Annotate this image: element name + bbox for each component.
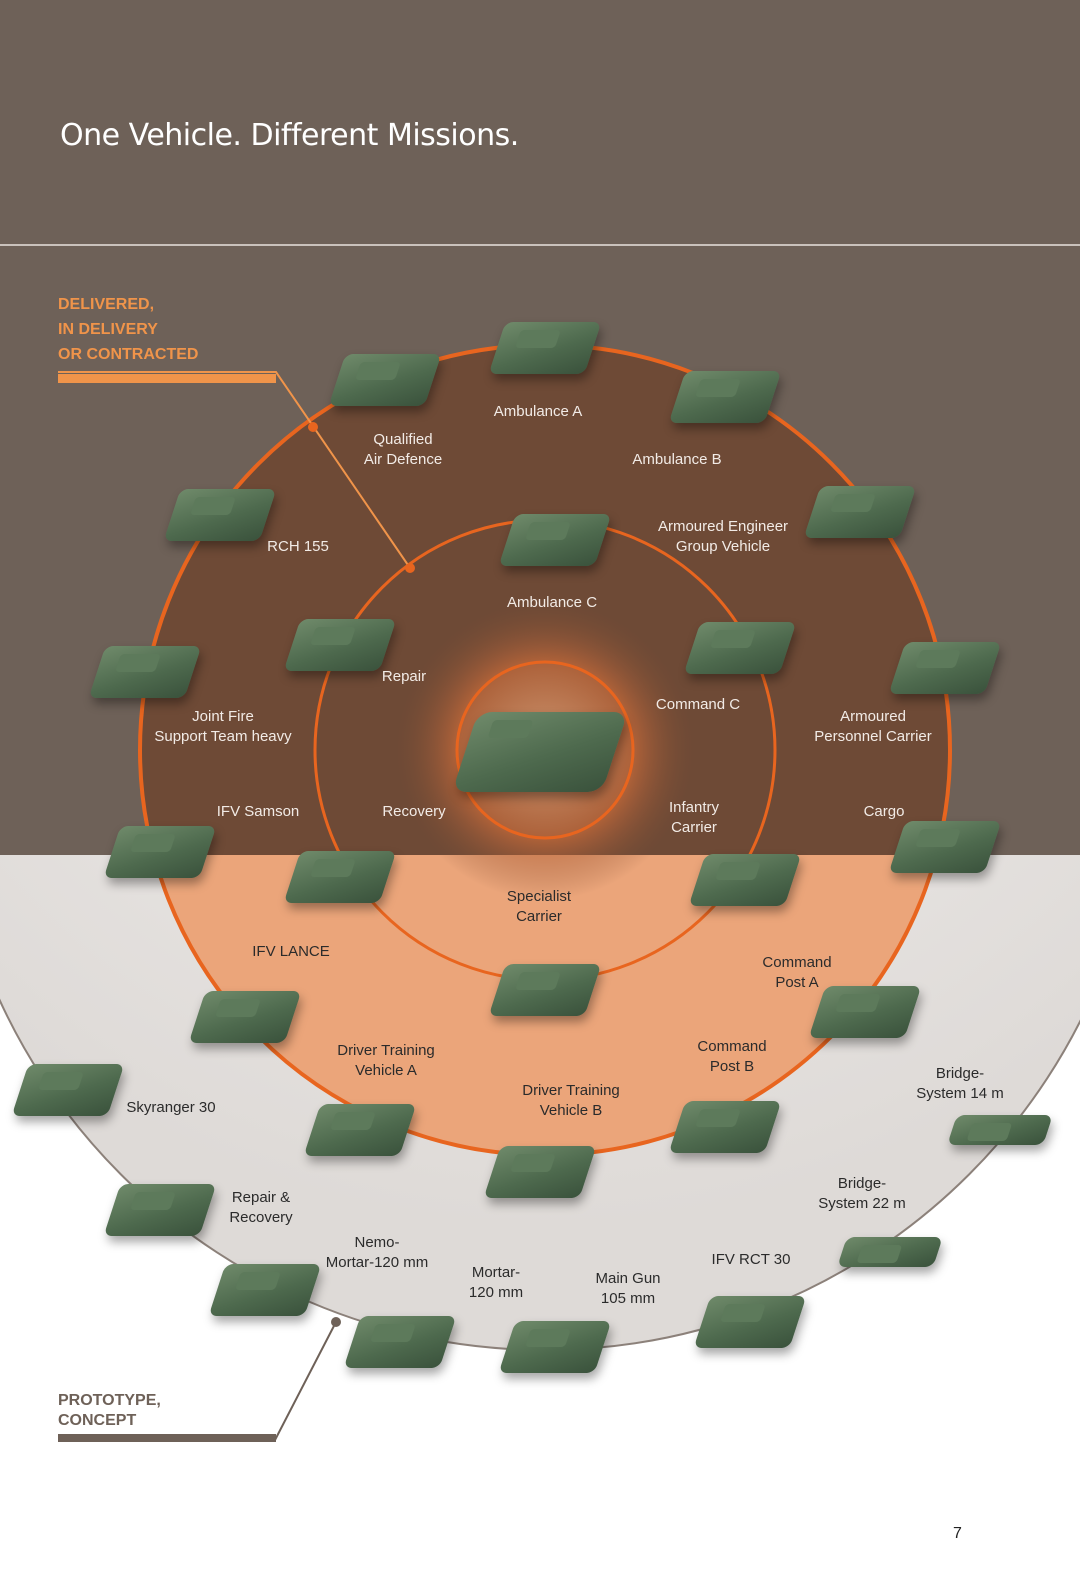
vehicle-bridge-14m [947,1115,1053,1145]
vehicle-cargo [888,821,1002,873]
vehicle-ambulance-c [498,514,612,566]
vehicle-infantry-carrier [688,854,802,906]
legend-line: OR CONTRACTED [58,346,199,363]
label-ifv-samson: IFV Samson [216,803,300,820]
vehicle-bridge-22m [837,1237,943,1267]
vehicle-nemo-mortar [208,1264,322,1316]
delivered-dot-outer [308,422,318,432]
label-mortar-120: Mortar- 120 mm [468,1264,524,1301]
delivered-legend-bar [58,374,276,383]
label-skyranger-30: Skyranger 30 [126,1099,216,1116]
legend-delivered: DELIVERED, IN DELIVERY OR CONTRACTED [58,292,198,367]
vehicle-mortar-120 [343,1316,457,1368]
legend-line: IN DELIVERY [58,321,158,338]
vehicle-specialist-carrier [488,964,602,1016]
label-armoured-engineer: Armoured Engineer Group Vehicle [657,518,789,555]
delivered-dot-inner [405,563,415,573]
vehicle-skyranger-30 [11,1064,125,1116]
vehicle-recovery [283,851,397,903]
prototype-leader-line [274,1321,337,1441]
prototype-legend-bar [58,1434,276,1442]
label-driver-training-a: Driver Training Vehicle A [337,1042,435,1079]
label-apc: Armoured Personnel Carrier [814,708,932,745]
delivered-leader-line [58,371,411,569]
vehicle-ifv-samson [103,826,217,878]
vehicle-ifv-lance [188,991,302,1043]
vehicle-ifv-rct-30 [693,1296,807,1348]
vehicle-ambulance-b [668,371,782,423]
vehicle-command-post-b [668,1101,782,1153]
label-joint-fire-support: Joint Fire Support Team heavy [154,708,292,745]
label-bridge-22m: Bridge- System 22 m [818,1175,906,1212]
prototype-dot [331,1317,341,1327]
label-bridge-14m: Bridge- System 14 m [916,1065,1004,1102]
label-command-post-b: Command Post B [697,1038,767,1075]
label-qualified-air-defence: Qualified Air Defence [363,431,443,468]
label-cargo: Cargo [863,803,905,820]
label-specialist-carrier: Specialist Carrier [506,888,572,925]
vehicle-command-c [683,622,797,674]
vehicle-rch-155 [163,489,277,541]
vehicle-repair-recovery [103,1184,217,1236]
label-repair-recovery: Repair & Recovery [229,1189,293,1226]
inner-ring [455,660,635,840]
vehicle-armoured-engineer [803,486,917,538]
label-driver-training-b: Driver Training Vehicle B [522,1082,620,1119]
vehicle-repair [283,619,397,671]
vehicle-driver-training-a [303,1104,417,1156]
legend-line: PROTOTYPE, [58,1392,161,1409]
label-rch-155: RCH 155 [267,538,329,555]
label-ifv-rct-30: IFV RCT 30 [711,1251,791,1268]
vehicle-qualified-air-defence [328,354,442,406]
page-number: 7 [953,1525,962,1542]
legend-prototype: PROTOTYPE, CONCEPT [58,1391,161,1431]
label-ambulance-b: Ambulance B [632,451,722,468]
vehicle-command-post-a [808,986,922,1038]
page-title: One Vehicle. Different Missions. [60,118,519,153]
label-ambulance-a: Ambulance A [493,403,583,420]
vehicle-apc [888,642,1002,694]
vehicle-ambulance-a [488,322,602,374]
vehicle-main-gun-105 [498,1321,612,1373]
vehicle-driver-training-b [483,1146,597,1198]
label-ambulance-c: Ambulance C [506,594,598,611]
label-infantry-carrier: Infantry Carrier [668,799,720,836]
vehicle-joint-fire-support [88,646,202,698]
label-ifv-lance: IFV LANCE [252,943,330,960]
label-command-post-a: Command Post A [762,954,832,991]
label-repair: Repair [381,668,427,685]
label-main-gun-105: Main Gun 105 mm [595,1270,661,1307]
vehicle-base-platform [452,712,628,792]
label-recovery: Recovery [382,803,446,820]
label-nemo-mortar: Nemo- Mortar-120 mm [325,1234,429,1271]
legend-line: CONCEPT [58,1412,137,1429]
legend-line: DELIVERED, [58,296,155,313]
label-command-c: Command C [655,696,741,713]
